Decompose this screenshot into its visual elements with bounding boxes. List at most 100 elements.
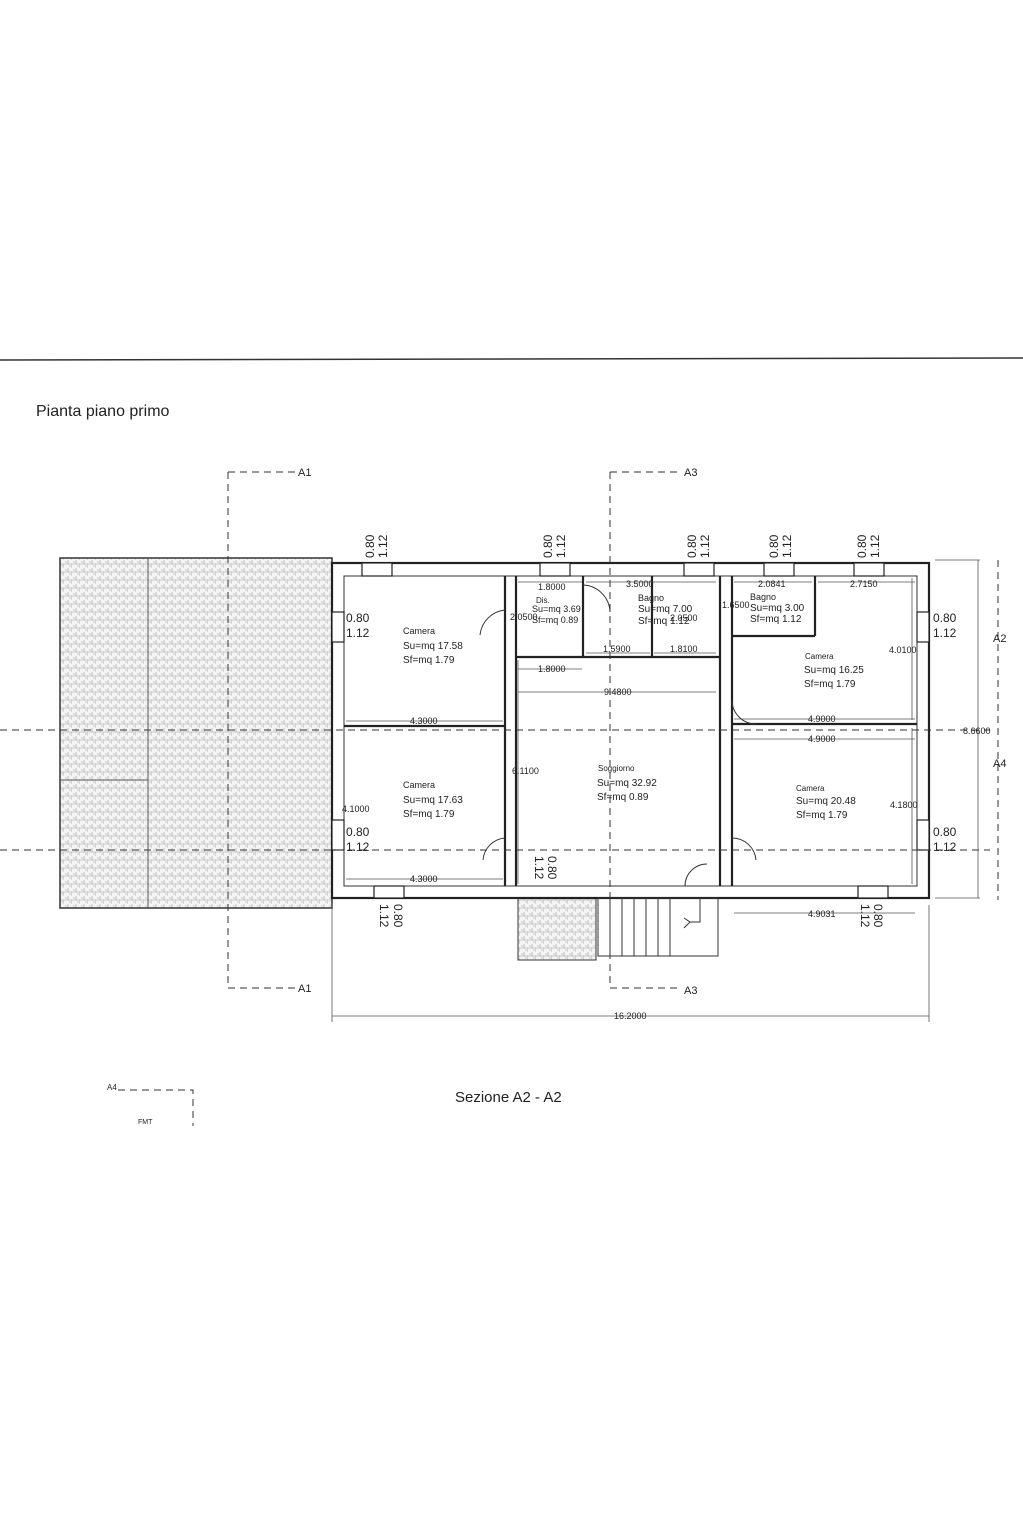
svg-text:1.6500: 1.6500 xyxy=(722,600,750,610)
svg-text:4.1800: 4.1800 xyxy=(890,800,918,810)
svg-text:16.2000: 16.2000 xyxy=(614,1011,647,1021)
svg-text:Su=mq 3.00: Su=mq 3.00 xyxy=(750,603,805,614)
room-camera-sw: Camera Su=mq 17.63 Sf=mq 1.79 xyxy=(403,780,463,820)
room-camera-ne: Camera Su=mq 16.25 Sf=mq 1.79 xyxy=(804,652,864,690)
win-label-bottom: 1.12 xyxy=(554,534,568,558)
svg-text:Sf=mq 1.12: Sf=mq 1.12 xyxy=(750,614,802,625)
room-soggiorno: Soggiorno Su=mq 32.92 Sf=mq 0.89 xyxy=(597,764,657,803)
win-label-top: 0.80 xyxy=(545,856,559,880)
room-bagno-1: Bagno Su=mq 7.00 Sf=mq 1.12 xyxy=(638,593,693,627)
win-label-top: 0.80 xyxy=(767,534,781,558)
section-markers: A1 A1 A3 A3 A2 A4 xyxy=(298,467,1006,997)
dimension-texts: 4.3000 4.3000 4.1000 1.8000 1.8000 3.500… xyxy=(342,579,918,919)
svg-text:Su=mq 32.92: Su=mq 32.92 xyxy=(597,778,657,789)
overall-dimensions: 16.2000 8.6600 xyxy=(331,559,991,1022)
svg-text:Su=mq 16.25: Su=mq 16.25 xyxy=(804,665,864,676)
sheet-border-top xyxy=(0,357,1023,361)
room-camera-nw: Camera Su=mq 17.58 Sf=mq 1.79 xyxy=(403,626,463,666)
svg-text:A1: A1 xyxy=(298,983,311,995)
win-label-bottom: 1.12 xyxy=(868,534,882,558)
svg-text:Camera: Camera xyxy=(403,626,435,636)
room-bagno-2: Bagno Su=mq 3.00 Sf=mq 1.12 xyxy=(750,592,805,625)
svg-text:Bagno: Bagno xyxy=(750,592,776,602)
svg-text:1.8100: 1.8100 xyxy=(670,644,698,654)
svg-text:Sf=mq 1.79: Sf=mq 1.79 xyxy=(804,679,856,690)
svg-text:Camera: Camera xyxy=(805,652,834,661)
win-label-bottom: 1.12 xyxy=(933,840,957,854)
svg-text:Su=mq 17.58: Su=mq 17.58 xyxy=(403,641,463,652)
win-label-bottom: 1.12 xyxy=(698,534,712,558)
window-openings xyxy=(331,562,930,899)
sheet-title: Pianta piano primo xyxy=(36,403,170,420)
win-label-bottom: 1.12 xyxy=(858,904,872,928)
svg-text:Su=mq 20.48: Su=mq 20.48 xyxy=(796,796,856,807)
svg-text:Sf=mq 1.12: Sf=mq 1.12 xyxy=(638,616,690,627)
win-label-top: 0.80 xyxy=(391,904,405,928)
win-label-top: 0.80 xyxy=(346,611,370,625)
svg-text:4.3000: 4.3000 xyxy=(410,716,438,726)
svg-text:1.8000: 1.8000 xyxy=(538,664,566,674)
svg-text:4.9000: 4.9000 xyxy=(808,734,836,744)
svg-text:Camera: Camera xyxy=(796,784,825,793)
win-label-top: 0.80 xyxy=(346,825,370,839)
svg-text:Su=mq 3.69: Su=mq 3.69 xyxy=(532,604,581,614)
win-label-top: 0.80 xyxy=(685,534,699,558)
svg-text:2.0841: 2.0841 xyxy=(758,579,786,589)
svg-text:FMT: FMT xyxy=(138,1119,153,1126)
room-labels: Camera Su=mq 17.58 Sf=mq 1.79 Camera Su=… xyxy=(403,592,864,821)
svg-text:Sf=mq 1.79: Sf=mq 1.79 xyxy=(403,809,455,820)
win-label-top: 0.80 xyxy=(871,904,885,928)
svg-text:Soggiorno: Soggiorno xyxy=(598,764,635,773)
win-label-top: 0.80 xyxy=(855,534,869,558)
svg-text:9.4800: 9.4800 xyxy=(604,687,632,697)
svg-text:A3: A3 xyxy=(684,985,697,997)
win-label-bottom: 1.12 xyxy=(377,904,391,928)
svg-text:2.0500: 2.0500 xyxy=(510,612,538,622)
svg-text:Su=mq 7.00: Su=mq 7.00 xyxy=(638,604,693,615)
svg-text:4.1000: 4.1000 xyxy=(342,804,370,814)
win-label-bottom: 1.12 xyxy=(780,534,794,558)
svg-text:2.7150: 2.7150 xyxy=(850,579,878,589)
corner-section-mark: A4 FMT xyxy=(107,1083,194,1126)
win-label-top: 0.80 xyxy=(933,611,957,625)
win-label-bottom: 1.12 xyxy=(532,856,546,880)
svg-text:1.5900: 1.5900 xyxy=(603,644,631,654)
win-label-bottom: 1.12 xyxy=(346,626,370,640)
svg-text:A1: A1 xyxy=(298,467,311,479)
section-title: Sezione A2 - A2 xyxy=(455,1089,562,1106)
svg-text:4.9031: 4.9031 xyxy=(808,909,836,919)
room-camera-se: Camera Su=mq 20.48 Sf=mq 1.79 xyxy=(796,784,856,821)
svg-text:Sf=mq 1.79: Sf=mq 1.79 xyxy=(403,655,455,666)
door-swings xyxy=(479,584,757,887)
svg-text:8.6600: 8.6600 xyxy=(963,726,991,736)
svg-text:A4: A4 xyxy=(993,758,1006,770)
dimension-lines xyxy=(346,578,915,914)
win-label-top: 0.80 xyxy=(933,825,957,839)
svg-text:4.9000: 4.9000 xyxy=(808,714,836,724)
svg-text:1.8000: 1.8000 xyxy=(538,582,566,592)
win-label-top: 0.80 xyxy=(541,534,555,558)
svg-text:A3: A3 xyxy=(684,467,697,479)
section-lines xyxy=(0,471,999,989)
svg-text:Sf=mq 0.89: Sf=mq 0.89 xyxy=(532,615,578,625)
svg-text:2.0500: 2.0500 xyxy=(670,613,698,623)
svg-text:Su=mq 17.63: Su=mq 17.63 xyxy=(403,795,463,806)
svg-text:6.1100: 6.1100 xyxy=(512,766,539,776)
svg-text:Sf=mq 0.89: Sf=mq 0.89 xyxy=(597,792,649,803)
staircase xyxy=(597,897,719,957)
room-dis: Dis. Su=mq 3.69 Sf=mq 0.89 xyxy=(532,596,581,625)
win-label-bottom: 1.12 xyxy=(933,626,957,640)
svg-text:4.3000: 4.3000 xyxy=(410,874,438,884)
svg-text:4.0100: 4.0100 xyxy=(889,645,917,655)
svg-text:Camera: Camera xyxy=(403,780,435,790)
svg-text:A4: A4 xyxy=(107,1083,117,1092)
svg-text:3.5000: 3.5000 xyxy=(626,579,654,589)
win-label-top: 0.80 xyxy=(363,534,377,558)
svg-text:Bagno: Bagno xyxy=(638,593,664,603)
svg-text:Dis.: Dis. xyxy=(536,596,550,605)
win-label-bottom: 1.12 xyxy=(346,840,370,854)
win-label-bottom: 1.12 xyxy=(376,534,390,558)
svg-text:A2: A2 xyxy=(993,633,1006,645)
svg-text:Sf=mq 1.79: Sf=mq 1.79 xyxy=(796,810,848,821)
